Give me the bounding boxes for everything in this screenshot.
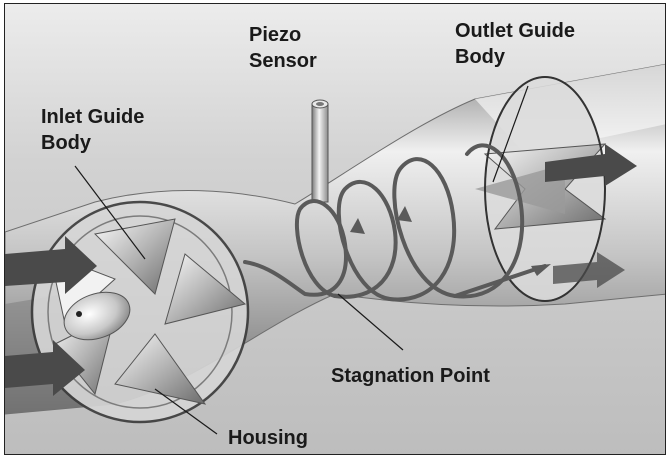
diagram-frame: Piezo Sensor Outlet Guide Body Inlet Gui… — [4, 3, 666, 455]
piezo-sensor-rod — [312, 100, 328, 202]
label-stagnation-point: Stagnation Point — [331, 363, 490, 389]
inlet-guide-body — [32, 202, 248, 422]
label-inlet-guide-body: Inlet Guide Body — [41, 104, 144, 156]
label-housing: Housing — [228, 425, 308, 451]
label-piezo-sensor: Piezo Sensor — [249, 22, 317, 74]
label-outlet-guide-body: Outlet Guide Body — [455, 18, 575, 70]
